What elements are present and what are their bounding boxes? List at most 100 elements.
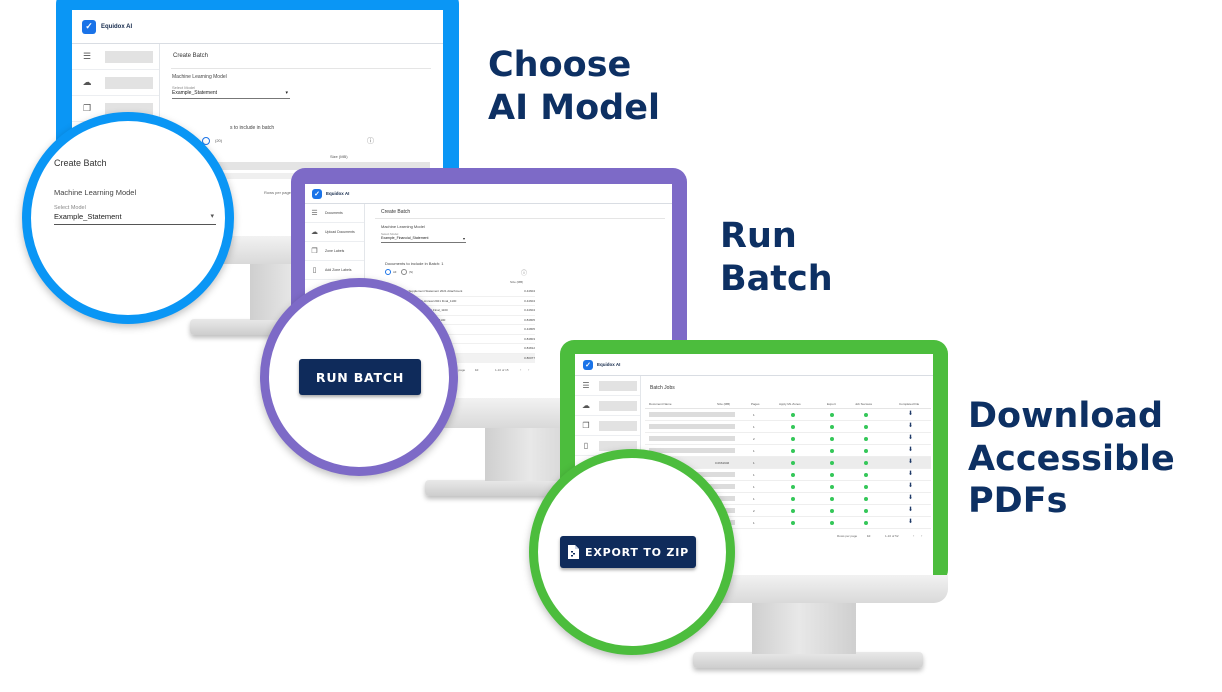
sidebar-item-placeholder [105, 102, 153, 115]
sidebar-item-placeholder [599, 440, 637, 451]
copy-icon: ❐ [82, 103, 92, 113]
page-count: 2 [753, 509, 755, 513]
rows-per-page-select[interactable]: 10 [475, 368, 479, 372]
download-icon[interactable]: ⬇ [908, 435, 914, 441]
export-to-zip-label: EXPORT TO ZIP [585, 545, 689, 559]
ml-zones-status [791, 449, 795, 453]
step-heading-line: Run [720, 216, 797, 256]
zoom-page-title: Create Batch [54, 158, 107, 168]
sidebar-item-add-zone-labels[interactable]: ▯ Add Zone Labels [305, 261, 364, 280]
chevron-left-icon[interactable]: ‹ [520, 367, 522, 372]
step-heading-download: Download Accessible PDFs [968, 395, 1175, 523]
table-row[interactable]: ...Supplementary Supplement Statement 20… [385, 287, 535, 297]
ml-zones-status [791, 521, 795, 525]
document-name-placeholder [649, 412, 735, 417]
sidebar-item-documents[interactable]: ☰ Documents [305, 204, 364, 223]
ml-zones-status [791, 497, 795, 501]
sidebar-item-upload[interactable]: ☁ Upload Documents [305, 223, 364, 242]
pagination-label: 1-10 of 52 [885, 534, 899, 538]
zoom-model-select[interactable]: Example_Statement ▾ [54, 212, 216, 225]
table-row[interactable]: 1⬇ [645, 421, 931, 433]
doc-size: 0.44604 [524, 289, 535, 294]
ml-zones-status [791, 437, 795, 441]
job-success-status [864, 449, 868, 453]
model-select[interactable]: Example_Statement ▾ [172, 90, 290, 99]
download-icon[interactable]: ⬇ [908, 519, 914, 525]
radio-all[interactable] [202, 137, 210, 145]
table-row[interactable]: 2⬇ [645, 433, 931, 445]
table-row[interactable]: 1⬇ [645, 445, 931, 457]
job-success-status [864, 521, 868, 525]
column-header: Completed File [899, 402, 920, 406]
step-heading-choose-model: Choose AI Model [488, 44, 660, 129]
model-label: Machine Learning Model [381, 224, 425, 229]
chevron-left-icon[interactable]: ‹ [913, 533, 915, 538]
job-success-status [864, 473, 868, 477]
job-success-status [864, 413, 868, 417]
monitor-3-base [693, 652, 923, 668]
pagination-label: 1-10 of 15 [495, 368, 509, 372]
sidebar-item-placeholder [105, 50, 153, 63]
model-select[interactable]: Example_Financial_Statement ▾ [381, 236, 466, 243]
download-icon[interactable]: ⬇ [908, 483, 914, 489]
sidebar-item-zone-labels[interactable]: ❐ Zone Labels [305, 242, 364, 261]
step-heading-line: Batch [720, 258, 833, 299]
doc-size: 0.80077 [524, 356, 535, 361]
doc-name: ...Supplementary Supplement Statement 20… [385, 289, 463, 294]
page-title: Create Batch [381, 209, 411, 215]
model-select-value: Example_Statement [172, 90, 218, 96]
radio-n[interactable] [401, 269, 407, 275]
table-row[interactable]: 0.80077 [385, 353, 535, 363]
sidebar-item-upload[interactable]: ☁ [72, 70, 159, 96]
column-header: Size (MB) [717, 402, 731, 406]
doc-size: 0.84812 [524, 346, 535, 351]
step-heading-line: Choose [488, 45, 632, 85]
sidebar-item-documents[interactable]: ☰ [575, 376, 640, 396]
list-icon: ☰ [311, 210, 318, 217]
doc-size: 0.84805 [524, 317, 535, 322]
download-icon[interactable]: ⬇ [908, 471, 914, 477]
chevron-right-icon[interactable]: › [528, 367, 530, 372]
list-icon: ☰ [582, 381, 590, 390]
page-title: Create Batch [173, 53, 209, 59]
download-icon[interactable]: ⬇ [908, 423, 914, 429]
export-status [830, 437, 834, 441]
rows-per-page-select[interactable]: 10 [867, 534, 871, 538]
zoom-model-label: Machine Learning Model [54, 188, 137, 197]
sidebar-item-label: Add Zone Labels [325, 268, 352, 272]
export-status [830, 509, 834, 513]
sidebar-item-documents[interactable]: ☰ [72, 44, 159, 70]
job-success-status [864, 461, 868, 465]
table-row[interactable]: 1⬇ [645, 409, 931, 421]
chevron-right-icon[interactable]: › [921, 533, 923, 538]
job-success-status [864, 509, 868, 513]
ml-zones-status [791, 425, 795, 429]
sidebar-item-zones[interactable]: ❐ [575, 416, 640, 436]
document-name-placeholder [649, 448, 735, 453]
page-count: 1 [753, 461, 755, 465]
select-caption: Select Model [381, 232, 399, 236]
sidebar-item-placeholder [105, 76, 153, 89]
run-batch-button[interactable]: RUN BATCH [299, 359, 421, 395]
app-header: ✓ Equidox AI [305, 184, 672, 204]
step-heading-run-batch: Run Batch [720, 215, 833, 300]
sidebar-item-upload[interactable]: ☁ [575, 396, 640, 416]
download-icon[interactable]: ⬇ [908, 447, 914, 453]
radio-all[interactable] [385, 269, 391, 275]
sidebar-item-label: Upload Documents [325, 230, 355, 234]
export-to-zip-button[interactable]: EXPORT TO ZIP [560, 536, 696, 568]
info-icon[interactable]: ⓘ [521, 271, 528, 277]
export-status [830, 461, 834, 465]
download-icon[interactable]: ⬇ [908, 507, 914, 513]
export-status [830, 485, 834, 489]
rows-per-page-label: Rows per page [264, 190, 291, 195]
cloud-upload-icon: ☁ [582, 401, 590, 410]
ml-zones-status [791, 485, 795, 489]
export-status [830, 473, 834, 477]
download-icon[interactable]: ⬇ [908, 459, 914, 465]
download-icon[interactable]: ⬇ [908, 495, 914, 501]
step-heading-line: Accessible [968, 438, 1175, 479]
download-icon[interactable]: ⬇ [908, 411, 914, 417]
job-success-status [864, 497, 868, 501]
info-icon[interactable]: ⓘ [367, 138, 374, 145]
